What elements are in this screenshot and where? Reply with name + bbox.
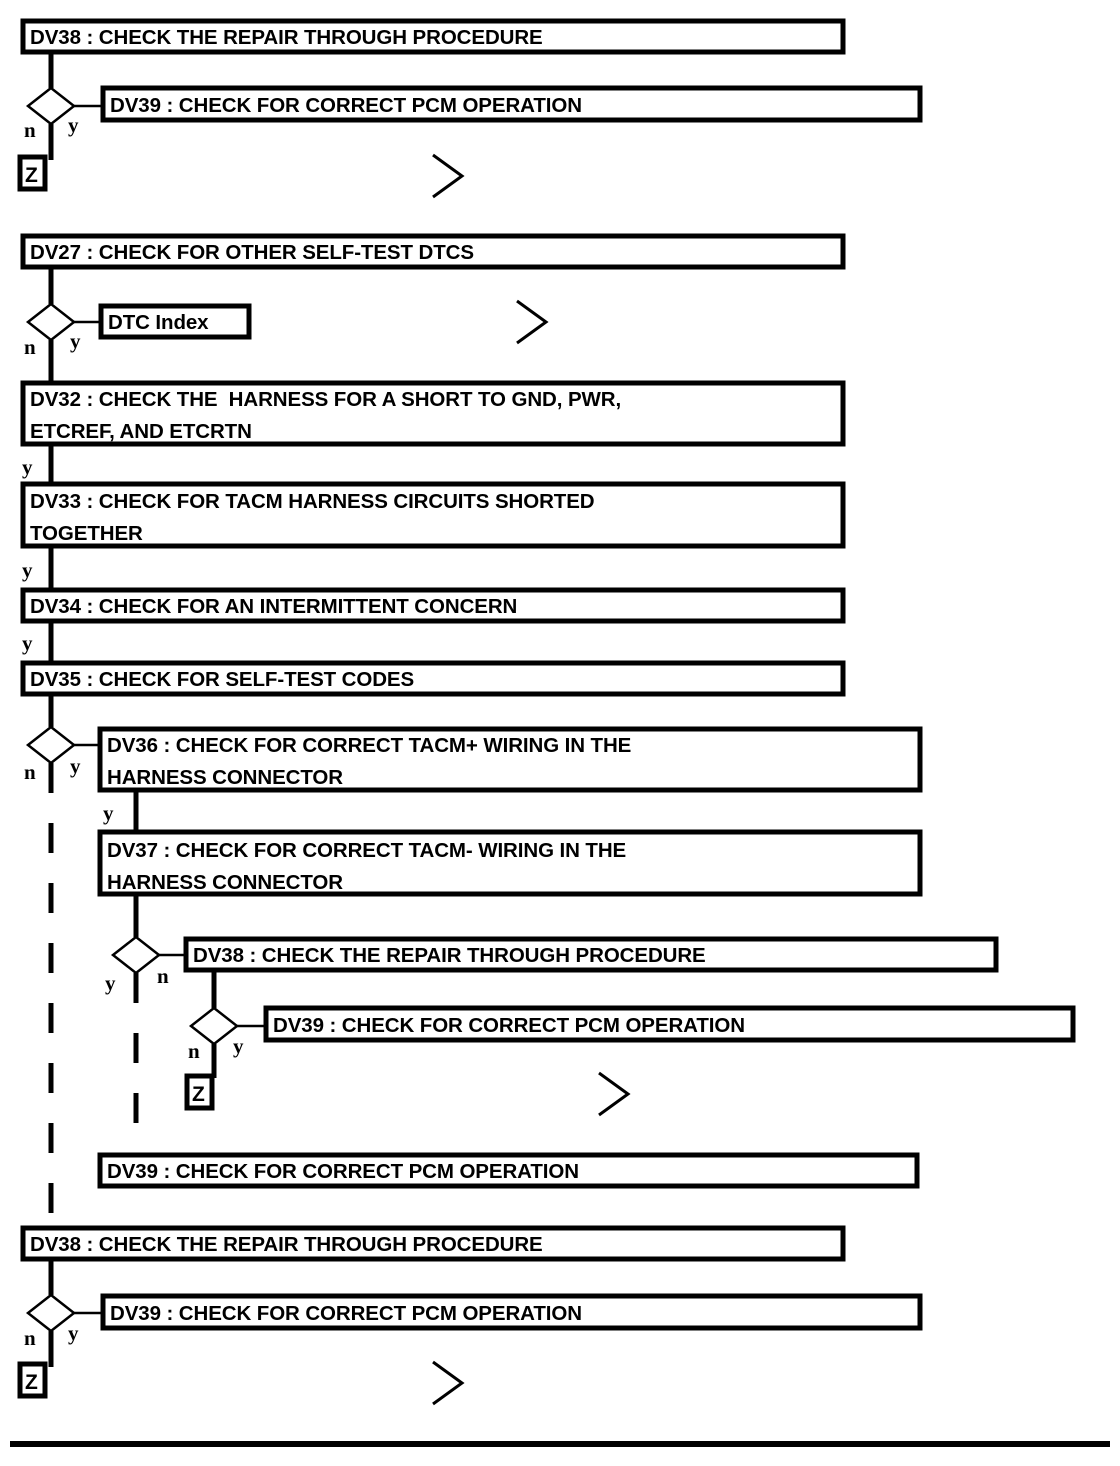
decision-diamond-3	[25, 725, 77, 765]
terminator-glyph-1: Z	[25, 164, 38, 187]
node-label-dv36-line1: DV36 : CHECK FOR CORRECT TACM+ WIRING IN…	[107, 734, 631, 757]
node-box-dv39-top[interactable]	[100, 85, 923, 123]
continuation-chevron-3	[598, 1071, 631, 1117]
branch-label-e1-yes: y	[22, 455, 33, 479]
node-box-dv35[interactable]	[20, 660, 846, 697]
node-label-dv27: DV27 : CHECK FOR OTHER SELF-TEST DTCS	[30, 241, 474, 264]
continuation-chevron-2	[516, 299, 549, 345]
branch-label-d6-yes: y	[68, 1321, 79, 1345]
node-label-dv39-top: DV39 : CHECK FOR CORRECT PCM OPERATION	[110, 94, 582, 117]
terminator-glyph-3: Z	[25, 1371, 38, 1394]
node-label-dv33-line2: TOGETHER	[30, 522, 143, 545]
branch-label-d2-yes: y	[70, 329, 81, 353]
branch-label-d3-no: n	[24, 760, 36, 784]
terminator-box-2[interactable]	[184, 1073, 215, 1111]
node-label-dv32-line1: DV32 : CHECK THE HARNESS FOR A SHORT TO …	[30, 388, 621, 411]
node-box-dv39-nested[interactable]	[263, 1005, 1076, 1043]
branch-label-d1-yes: y	[68, 113, 79, 137]
node-box-dtc-index[interactable]	[98, 303, 252, 340]
node-label-dv33-line1: DV33 : CHECK FOR TACM HARNESS CIRCUITS S…	[30, 490, 595, 513]
node-box-dv34[interactable]	[20, 587, 846, 624]
node-label-dv37-line2: HARNESS CONNECTOR	[107, 871, 343, 894]
node-label-dv36-line2: HARNESS CONNECTOR	[107, 766, 343, 789]
node-box-dv33[interactable]	[20, 481, 846, 549]
node-label-dv39-nested: DV39 : CHECK FOR CORRECT PCM OPERATION	[273, 1014, 745, 1037]
branch-label-d5-no: n	[188, 1039, 200, 1063]
branch-label-d1-no: n	[24, 118, 36, 142]
node-label-dv34: DV34 : CHECK FOR AN INTERMITTENT CONCERN	[30, 595, 517, 618]
branch-label-d5-yes: y	[233, 1034, 244, 1058]
terminator-glyph-2: Z	[192, 1083, 205, 1106]
footer-separator-bar	[10, 1441, 1110, 1447]
branch-label-d2-no: n	[24, 335, 36, 359]
branch-label-d6-no: n	[24, 1326, 36, 1350]
branch-label-e3-yes: y	[22, 631, 33, 655]
node-box-dv38-bottom[interactable]	[20, 1225, 846, 1262]
node-label-dv37-line1: DV37 : CHECK FOR CORRECT TACM- WIRING IN…	[107, 839, 626, 862]
node-box-dv36[interactable]	[97, 726, 923, 793]
node-label-dv39-merge: DV39 : CHECK FOR CORRECT PCM OPERATION	[107, 1160, 579, 1183]
node-label-dv39-bottom: DV39 : CHECK FOR CORRECT PCM OPERATION	[110, 1302, 582, 1325]
node-box-dv37[interactable]	[97, 829, 923, 897]
node-box-dv39-merge[interactable]	[97, 1152, 920, 1189]
continuation-chevron-4	[432, 1360, 465, 1406]
branch-label-d3-yes: y	[70, 754, 81, 778]
node-label-dv38-bottom: DV38 : CHECK THE REPAIR THROUGH PROCEDUR…	[30, 1233, 543, 1256]
node-box-dv38-nested[interactable]	[183, 936, 999, 973]
branch-label-e2-yes: y	[22, 558, 33, 582]
decision-diamond-4	[110, 935, 162, 975]
node-box-dv32[interactable]	[20, 380, 846, 447]
node-label-dtc-index: DTC Index	[108, 311, 209, 334]
node-label-dv38-top: DV38 : CHECK THE REPAIR THROUGH PROCEDUR…	[30, 26, 543, 49]
branch-label-e4-yes: y	[103, 801, 114, 825]
node-label-dv38-nested: DV38 : CHECK THE REPAIR THROUGH PROCEDUR…	[193, 944, 706, 967]
branch-label-d4-no: n	[157, 964, 169, 988]
node-box-dv38-top[interactable]	[20, 18, 846, 55]
node-box-dv39-bottom[interactable]	[100, 1293, 923, 1331]
node-box-dv27[interactable]	[20, 233, 846, 270]
branch-label-d4-yes: y	[105, 971, 116, 995]
node-label-dv32-line2: ETCREF, AND ETCRTN	[30, 420, 252, 443]
terminator-box-3[interactable]	[17, 1361, 48, 1399]
continuation-chevron-1	[432, 153, 465, 199]
terminator-box-1[interactable]	[17, 154, 48, 192]
node-label-dv35: DV35 : CHECK FOR SELF-TEST CODES	[30, 668, 414, 691]
